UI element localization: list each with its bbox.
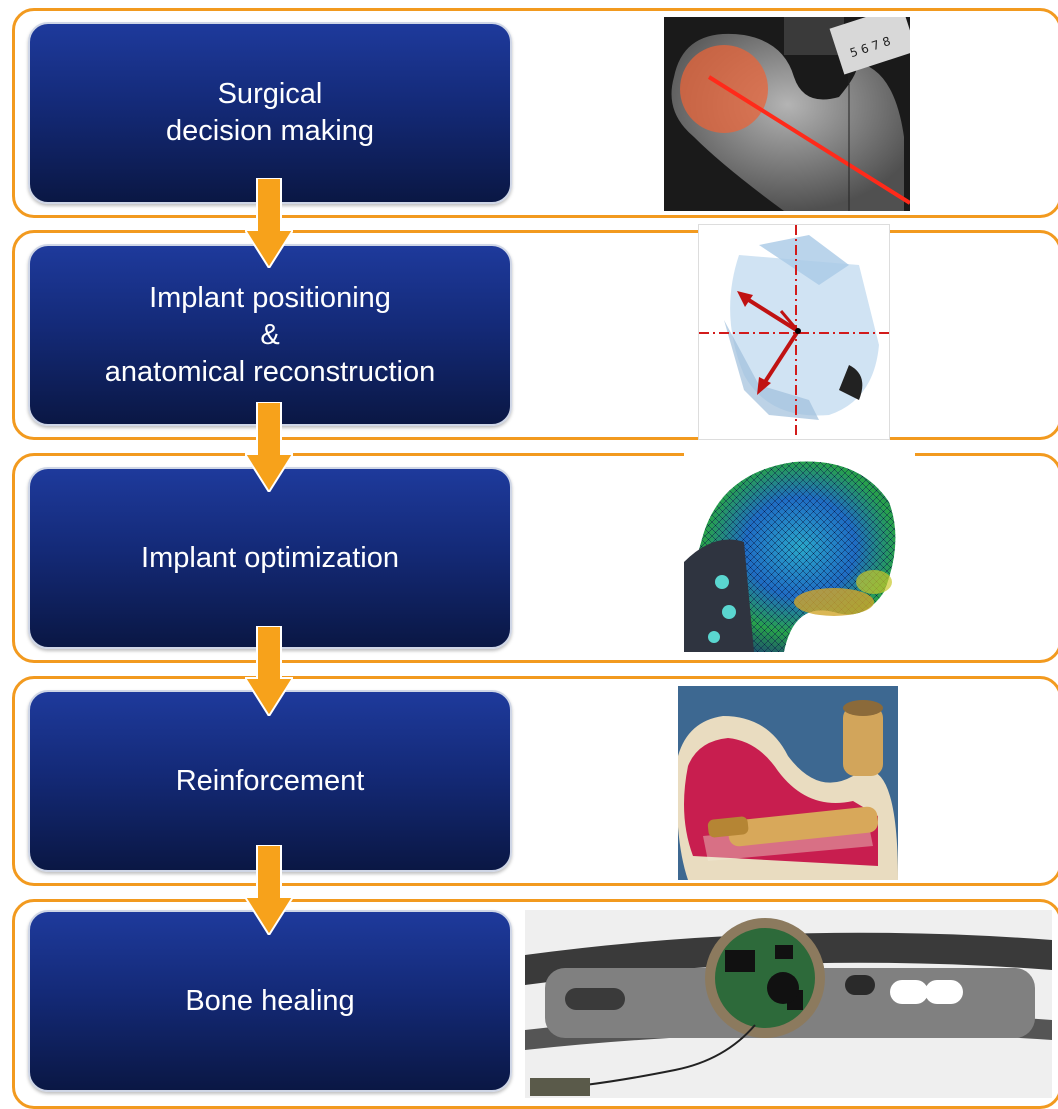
xray-femur-image: 5 6 7 8 bbox=[664, 17, 910, 211]
step-box-bone-healing: Bone healing bbox=[28, 910, 512, 1092]
flow-arrow-3 bbox=[245, 626, 293, 716]
hip-implant-positioning-image bbox=[698, 224, 890, 440]
flow-arrow-2 bbox=[245, 402, 293, 492]
flow-arrow-4 bbox=[245, 845, 293, 935]
sensor-implant-image bbox=[525, 910, 1052, 1098]
step-box-surgical-decision: Surgical decision making bbox=[28, 22, 512, 204]
flow-arrow-1 bbox=[245, 178, 293, 268]
implant-fem-mesh-image bbox=[684, 452, 915, 652]
bone-reinforcement-image bbox=[678, 686, 898, 880]
step-box-implant-positioning: Implant positioning & anatomical reconst… bbox=[28, 244, 512, 426]
step-box-implant-optimization: Implant optimization bbox=[28, 467, 512, 649]
